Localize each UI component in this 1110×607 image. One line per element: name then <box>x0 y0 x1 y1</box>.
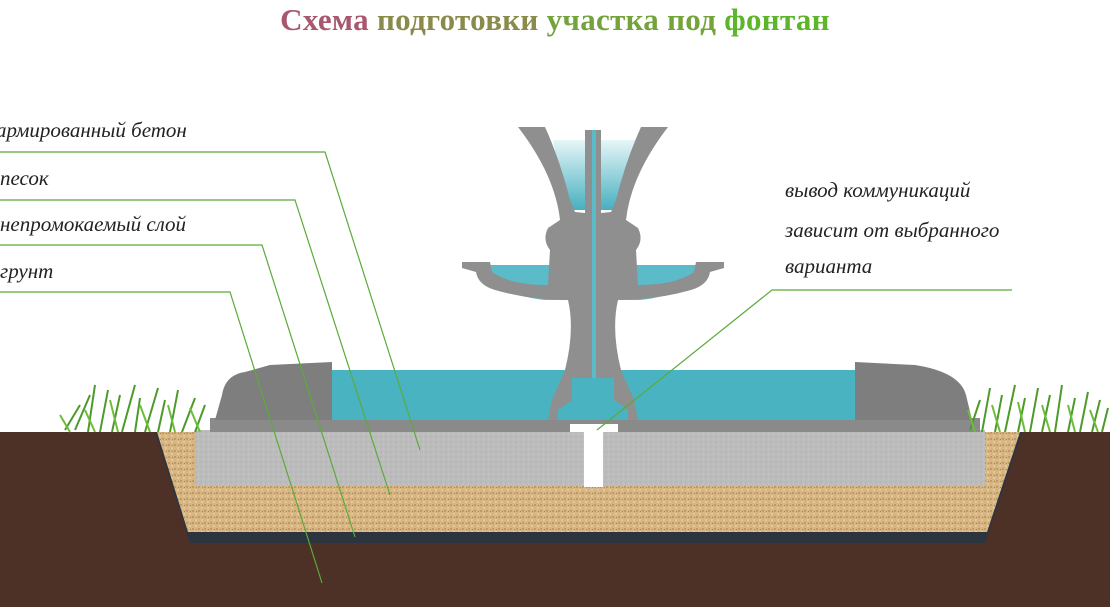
title-word: фонтан <box>724 2 830 37</box>
leader-line-waterproof <box>0 244 356 538</box>
label-soil: грунт <box>0 259 54 283</box>
fountain-column <box>596 127 724 420</box>
label-utilities-line3: варианта <box>785 254 873 278</box>
label-utilities-line2: зависит от выбранного <box>785 218 1000 242</box>
leader-line-concrete <box>0 151 421 451</box>
title-word: участка под <box>546 2 717 37</box>
label-waterproof: непромокаемый слой <box>0 212 187 236</box>
grass-right <box>967 384 1109 433</box>
column-water-pipe <box>592 130 596 378</box>
grass-left <box>59 384 206 433</box>
leader-line-utilities <box>596 289 1012 431</box>
label-utilities-line1: вывод коммуникаций <box>785 178 971 202</box>
label-sand: песок <box>0 166 49 190</box>
basin-wall-left <box>215 362 332 420</box>
basin-wall-right <box>855 362 972 420</box>
label-concrete: армированный бетон <box>0 118 187 142</box>
leader-line-soil <box>0 291 323 584</box>
fountain-column <box>462 127 592 420</box>
column-base-water <box>572 378 614 420</box>
leader-line-sand <box>0 199 391 496</box>
title-word: Схема <box>280 2 369 37</box>
diagram-title: Схема подготовки участка под фонтан <box>0 2 1110 38</box>
utility-pipe <box>570 424 618 487</box>
title-word: подготовки <box>377 2 539 37</box>
